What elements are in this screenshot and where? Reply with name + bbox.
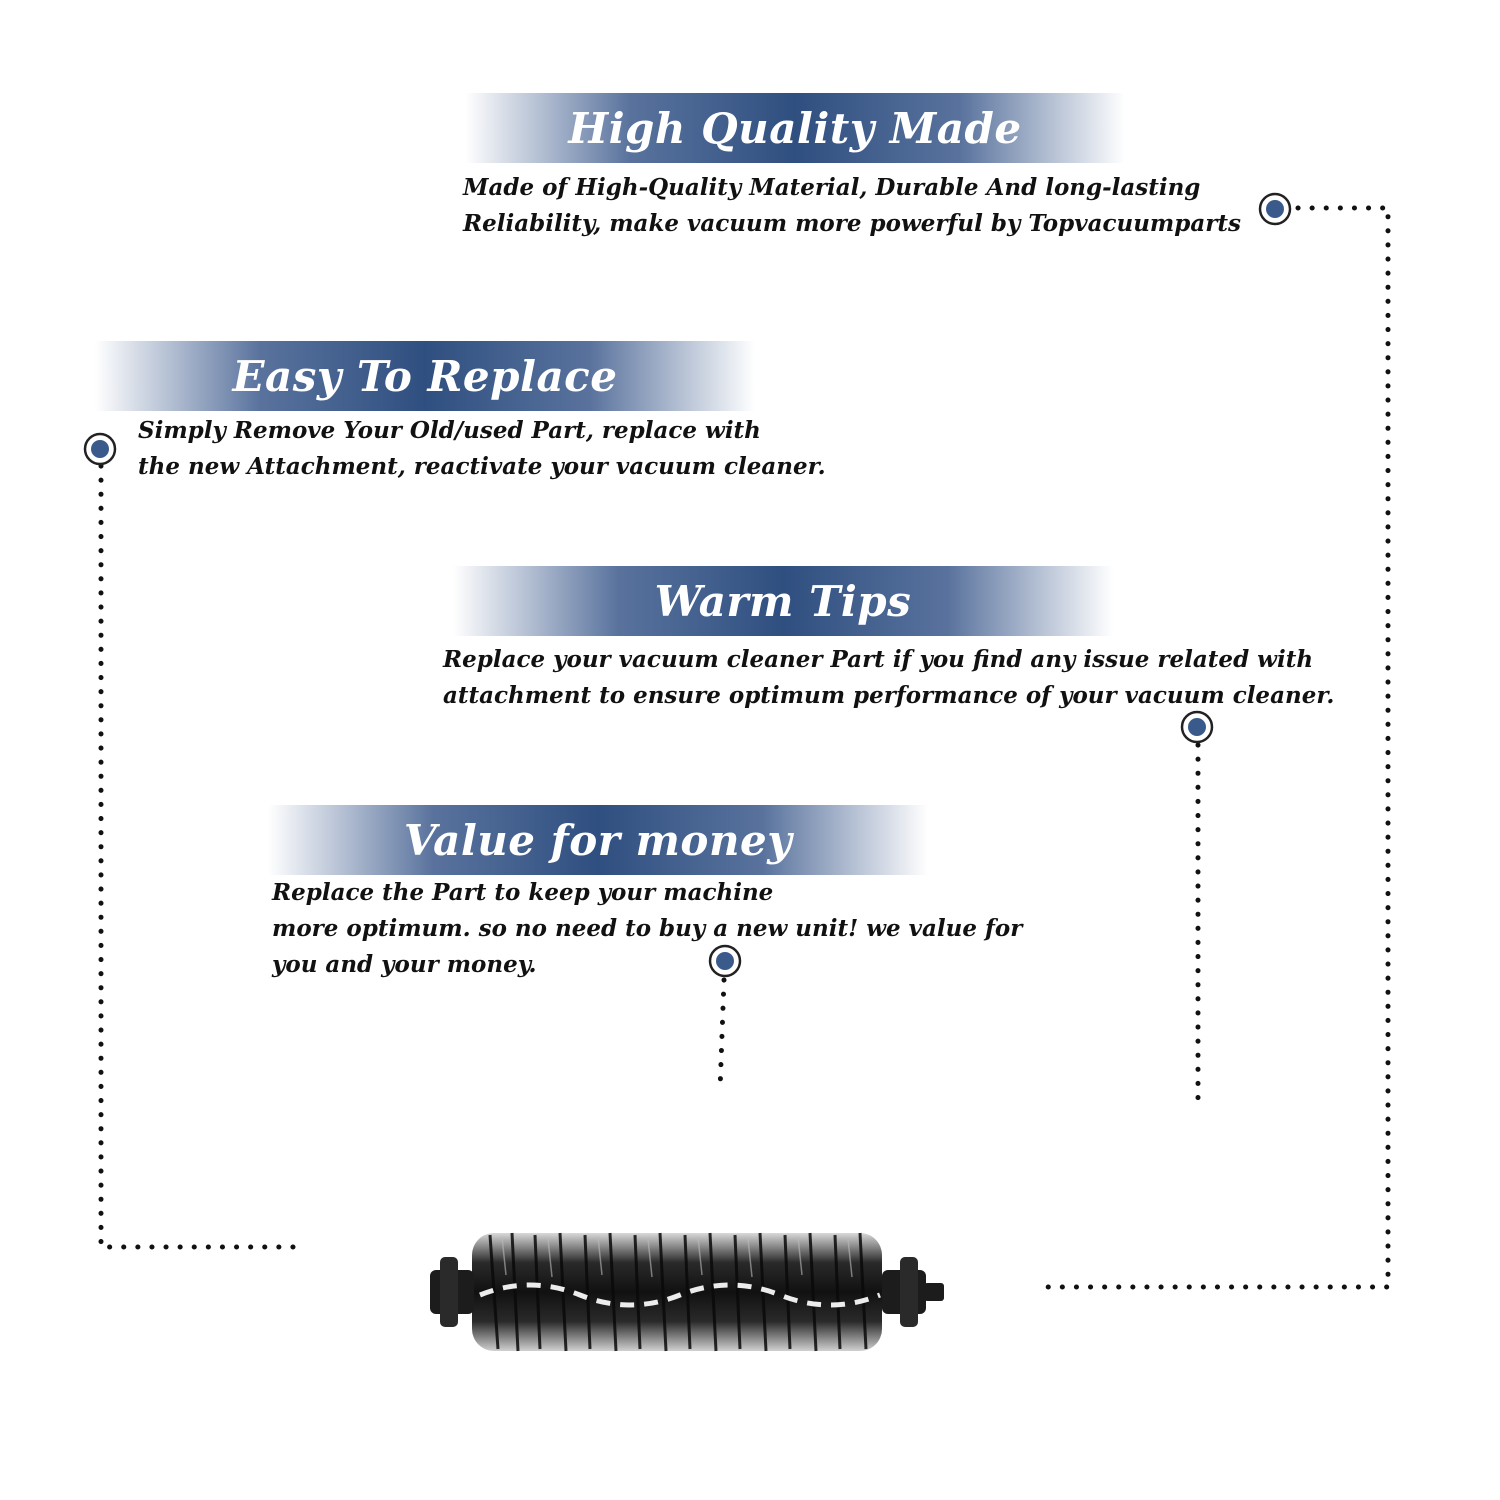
connector-easy-replace — [98, 463, 298, 1250]
marker-warm-tips — [1180, 710, 1214, 744]
desc-line: Simply Remove Your Old/used Part, replac… — [138, 417, 761, 444]
banner-title-warm-tips: Warm Tips — [654, 576, 912, 626]
desc-line: you and your money. — [272, 951, 537, 978]
marker-value-money — [708, 944, 742, 978]
banner-easy-replace: Easy To Replace — [95, 341, 755, 411]
desc-easy-replace: Simply Remove Your Old/used Part, replac… — [138, 413, 826, 485]
connector-high-quality — [1035, 205, 1391, 1290]
desc-value-money: Replace the Part to keep your machine mo… — [272, 875, 1022, 983]
banner-title-high-quality: High Quality Made — [568, 103, 1022, 153]
desc-line: Reliability, make vacuum more powerful b… — [463, 210, 1241, 237]
desc-line: Replace the Part to keep your machine — [272, 879, 774, 906]
desc-high-quality: Made of High-Quality Material, Durable A… — [463, 170, 1241, 242]
desc-line: Replace your vacuum cleaner Part if you … — [443, 646, 1314, 673]
banner-high-quality: High Quality Made — [465, 93, 1125, 163]
banner-title-value-money: Value for money — [403, 815, 793, 865]
desc-line: attachment to ensure optimum performance… — [443, 682, 1335, 709]
desc-line: more optimum. so no need to buy a new un… — [272, 915, 1023, 942]
banner-title-easy-replace: Easy To Replace — [232, 351, 618, 401]
marker-high-quality — [1258, 192, 1292, 226]
desc-line: Made of High-Quality Material, Durable A… — [463, 174, 1201, 201]
desc-warm-tips: Replace your vacuum cleaner Part if you … — [443, 642, 1334, 714]
roller-brush-icon — [430, 1232, 944, 1352]
connector-value-money — [717, 977, 727, 1093]
marker-easy-replace — [83, 432, 117, 466]
desc-line: the new Attachment, reactivate your vacu… — [138, 453, 826, 480]
banner-warm-tips: Warm Tips — [453, 566, 1113, 636]
banner-value-money: Value for money — [268, 805, 928, 875]
